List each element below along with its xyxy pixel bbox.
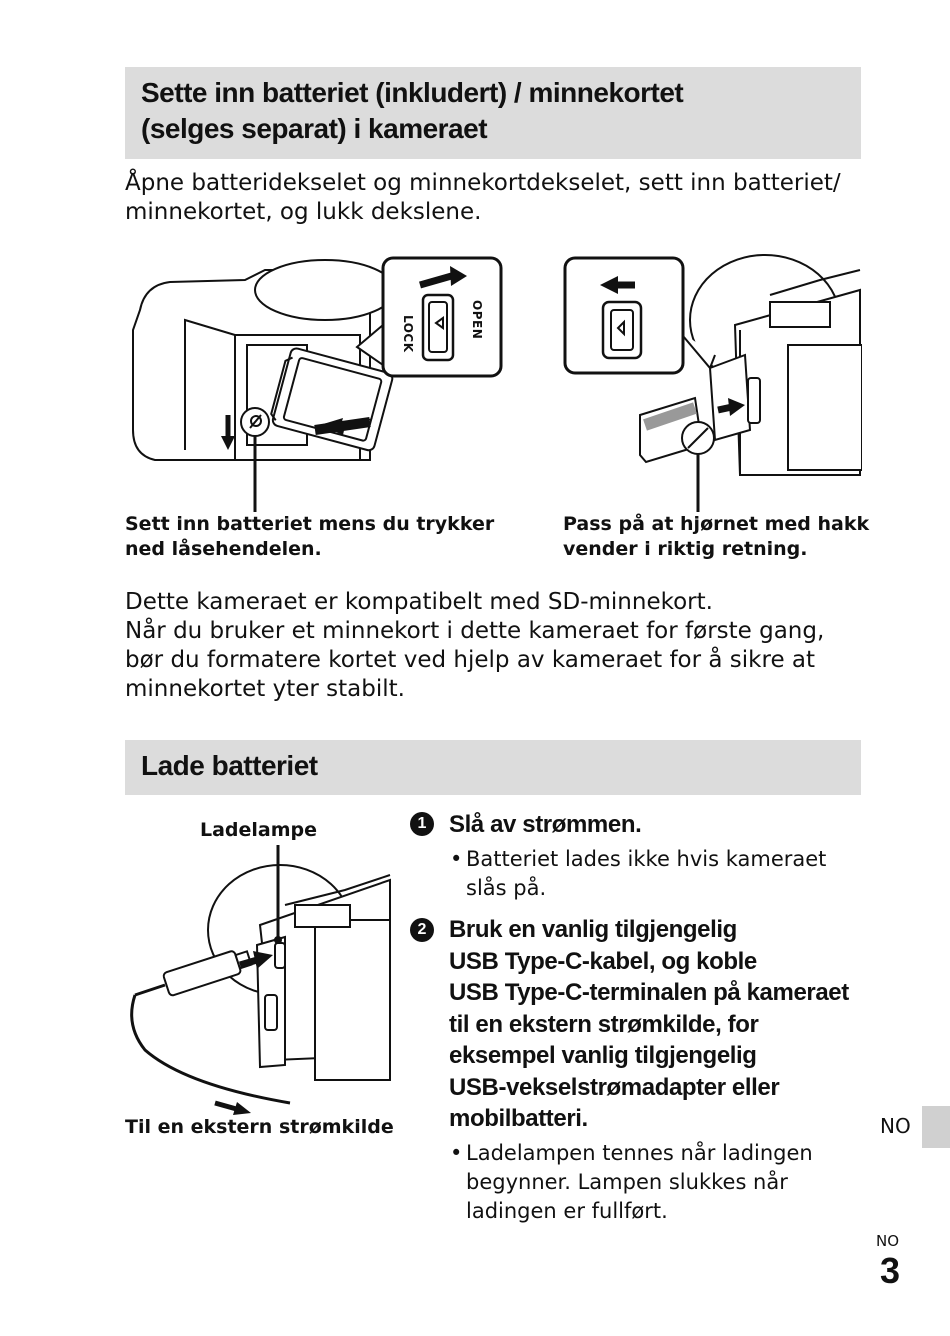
- step-2-title-line-2: USB Type-C-kabel, og koble: [449, 947, 757, 975]
- step-1-bullet-line-2: slås på.: [466, 876, 547, 900]
- open-label: OPEN: [470, 300, 484, 340]
- side-language-tab: NO: [880, 1114, 911, 1138]
- step-2-title-line-5: eksempel vanlig tilgjengelig: [449, 1042, 757, 1069]
- step-1-number: 1: [410, 812, 434, 836]
- para-line-1: Dette kameraet er kompatibelt med SD-min…: [125, 589, 713, 615]
- bullet-dot: •: [450, 1141, 463, 1165]
- memory-card-illustration: [560, 250, 862, 515]
- section-heading-charge: Lade batteriet: [125, 740, 861, 795]
- caption-card: Pass på at hjørnet med hakk vender i rik…: [563, 512, 883, 562]
- caption-battery-line-1: Sett inn batteriet mens du trykker: [125, 513, 495, 535]
- intro-line-1: Åpne batteridekselet og minnekortdeksele…: [125, 170, 841, 196]
- step-2-bullet-line-2: begynner. Lampen slukkes når: [466, 1170, 788, 1194]
- para-line-3: bør du formatere kortet ved hjelp av kam…: [125, 647, 816, 673]
- step-2-bullet: • Ladelampen tennes når ladingen begynne…: [450, 1139, 813, 1226]
- charging-illustration: [125, 845, 395, 1115]
- battery-insert-illustration: [125, 250, 515, 515]
- side-tab-marker: [922, 1106, 950, 1148]
- step-2-bullet-line-3: ladingen er fullført.: [466, 1199, 668, 1223]
- lock-label: LOCK: [401, 315, 415, 353]
- caption-battery-line-2: ned låsehendelen.: [125, 538, 322, 560]
- lamp-label: Ladelampe: [200, 819, 318, 841]
- bullet-dot: •: [450, 847, 463, 871]
- step-2-title-line-6: USB-vekselstrømadapter eller: [449, 1073, 780, 1101]
- external-source-label: Til en ekstern strømkilde: [125, 1116, 394, 1138]
- caption-battery: Sett inn batteriet mens du trykker ned l…: [125, 512, 545, 562]
- intro-text: Åpne batteridekselet og minnekortdeksele…: [125, 169, 885, 227]
- step-2-number: 2: [410, 918, 434, 942]
- step-2-title-line-1: Bruk en vanlig tilgjengelig: [449, 916, 737, 943]
- step-2-title-line-3: USB Type-C-terminalen på kameraet: [449, 979, 849, 1006]
- step-1-title: Slå av strømmen.: [449, 809, 642, 841]
- footer-language: NO: [876, 1232, 900, 1250]
- page-number: 3: [880, 1250, 901, 1291]
- step-1-title-line-1: Slå av strømmen.: [449, 811, 642, 838]
- heading-charge-text: Lade batteriet: [141, 750, 318, 781]
- step-2-title-line-4: til en ekstern strømkilde, for: [449, 1010, 759, 1038]
- para-line-4: minnekortet yter stabilt.: [125, 676, 405, 702]
- caption-card-line-1: Pass på at hjørnet med hakk: [563, 513, 870, 535]
- step-1-bullet: • Batteriet lades ikke hvis kameraet slå…: [450, 845, 827, 903]
- step-2-bullet-line-1: Ladelampen tennes når ladingen: [466, 1141, 813, 1165]
- step-2-title-line-7: mobilbatteri.: [449, 1105, 588, 1132]
- heading-line-2: (selges separat) i kameraet: [141, 113, 488, 144]
- heading-line-1: Sette inn batteriet (inkludert) / minnek…: [141, 77, 684, 108]
- step-1-bullet-line-1: Batteriet lades ikke hvis kameraet: [466, 847, 827, 871]
- intro-line-2: minnekortet, og lukk dekslene.: [125, 199, 482, 225]
- caption-card-line-2: vender i riktig retning.: [563, 538, 808, 560]
- para-line-2: Når du bruker et minnekort i dette kamer…: [125, 618, 825, 644]
- step-2-title: Bruk en vanlig tilgjengelig USB Type-C-k…: [449, 914, 849, 1135]
- section-heading-insert: Sette inn batteriet (inkludert) / minnek…: [125, 67, 861, 159]
- sd-card-paragraph: Dette kameraet er kompatibelt med SD-min…: [125, 588, 885, 704]
